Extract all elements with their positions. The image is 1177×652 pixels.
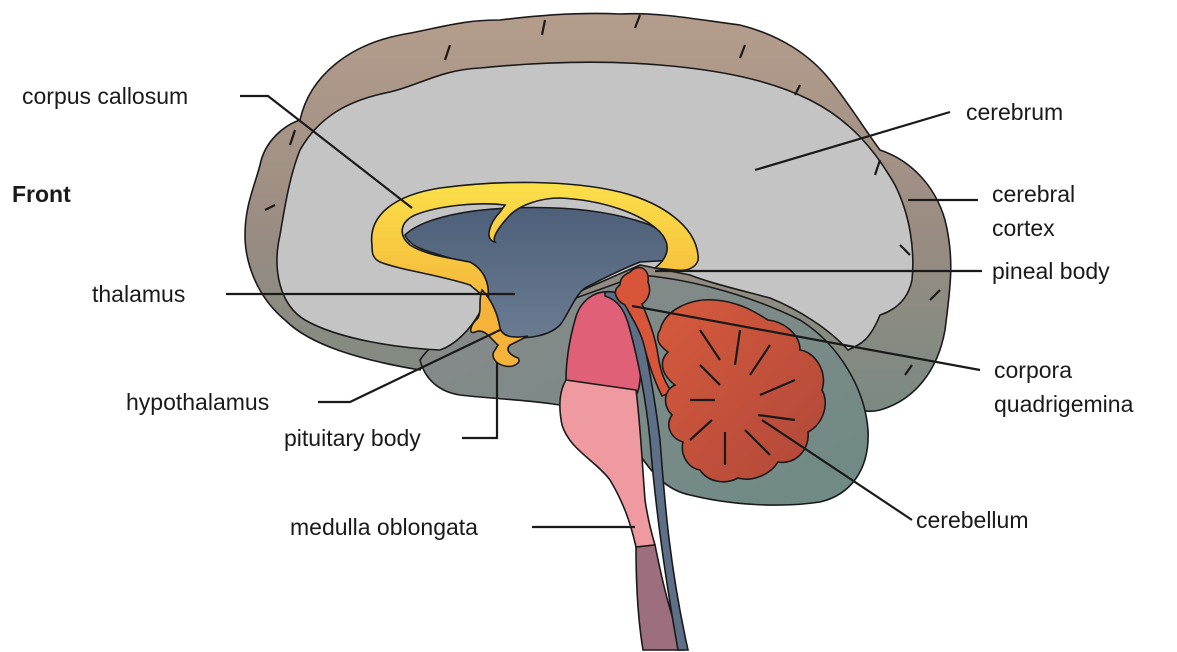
label-hypothalamus: hypothalamus: [126, 389, 269, 415]
label-pituitary-body: pituitary body: [284, 425, 421, 451]
front-label: Front: [12, 181, 71, 207]
label-cerebellum: cerebellum: [916, 507, 1029, 533]
label-cerebrum: cerebrum: [966, 99, 1063, 125]
label-thalamus: thalamus: [92, 281, 185, 307]
label-cerebral-cortex-1: cerebral: [992, 181, 1075, 207]
label-corpus-callosum: corpus callosum: [22, 83, 188, 109]
label-corpora-quadrigemina-2: quadrigemina: [994, 391, 1134, 417]
label-pineal-body: pineal body: [992, 258, 1110, 284]
label-medulla-oblongata: medulla oblongata: [290, 514, 478, 540]
label-cerebral-cortex-2: cortex: [992, 215, 1055, 241]
label-corpora-quadrigemina-1: corpora: [994, 357, 1072, 383]
